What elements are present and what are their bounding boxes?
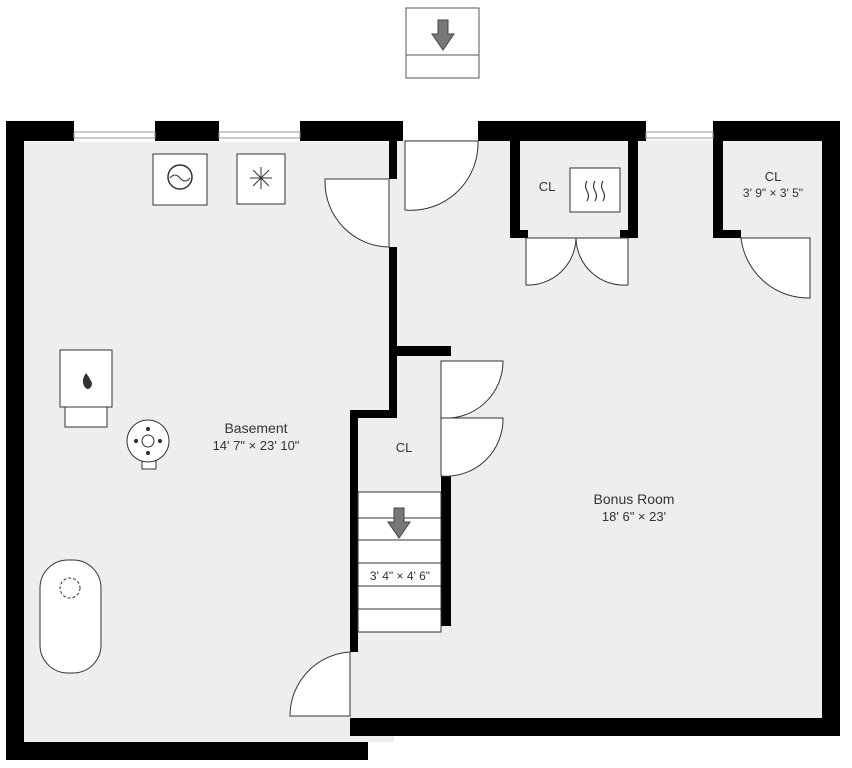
bonus-room-size: 18' 6" × 23': [602, 509, 666, 524]
washer-icon: [152, 153, 208, 206]
door-closet-stair-lower: [440, 417, 504, 477]
oil-tank-icon: [39, 559, 102, 674]
door-closet-right-leaf: [575, 237, 629, 286]
door-closet-right: [740, 237, 811, 299]
heater-icon: [126, 419, 170, 470]
exterior-walls: [6, 121, 840, 760]
furnace-icon: [59, 349, 113, 428]
windows: [73, 131, 714, 139]
door-entry: [404, 140, 479, 211]
closet-right-name: CL: [765, 169, 782, 184]
door-lower: [289, 651, 351, 717]
closet-stair-name: CL: [396, 440, 413, 455]
basement-name: Basement: [224, 420, 287, 436]
water-heater-icon: [569, 167, 621, 213]
down-arrow-icon: [387, 507, 411, 539]
down-arrow-icon: [431, 19, 455, 51]
dryer-icon: [236, 153, 286, 205]
basement-size: 14' 7" × 23' 10": [213, 438, 300, 453]
stair-size: 3' 4" × 4' 6": [370, 569, 430, 583]
closet-right-size: 3' 9" × 3' 5": [743, 186, 803, 200]
bonus-room-name: Bonus Room: [594, 491, 675, 507]
door-basement: [324, 178, 390, 248]
closet-mechanical-name: CL: [539, 179, 556, 194]
interior-walls: [350, 141, 741, 652]
doors: [289, 140, 811, 717]
door-closet-left-leaf: [525, 237, 577, 286]
